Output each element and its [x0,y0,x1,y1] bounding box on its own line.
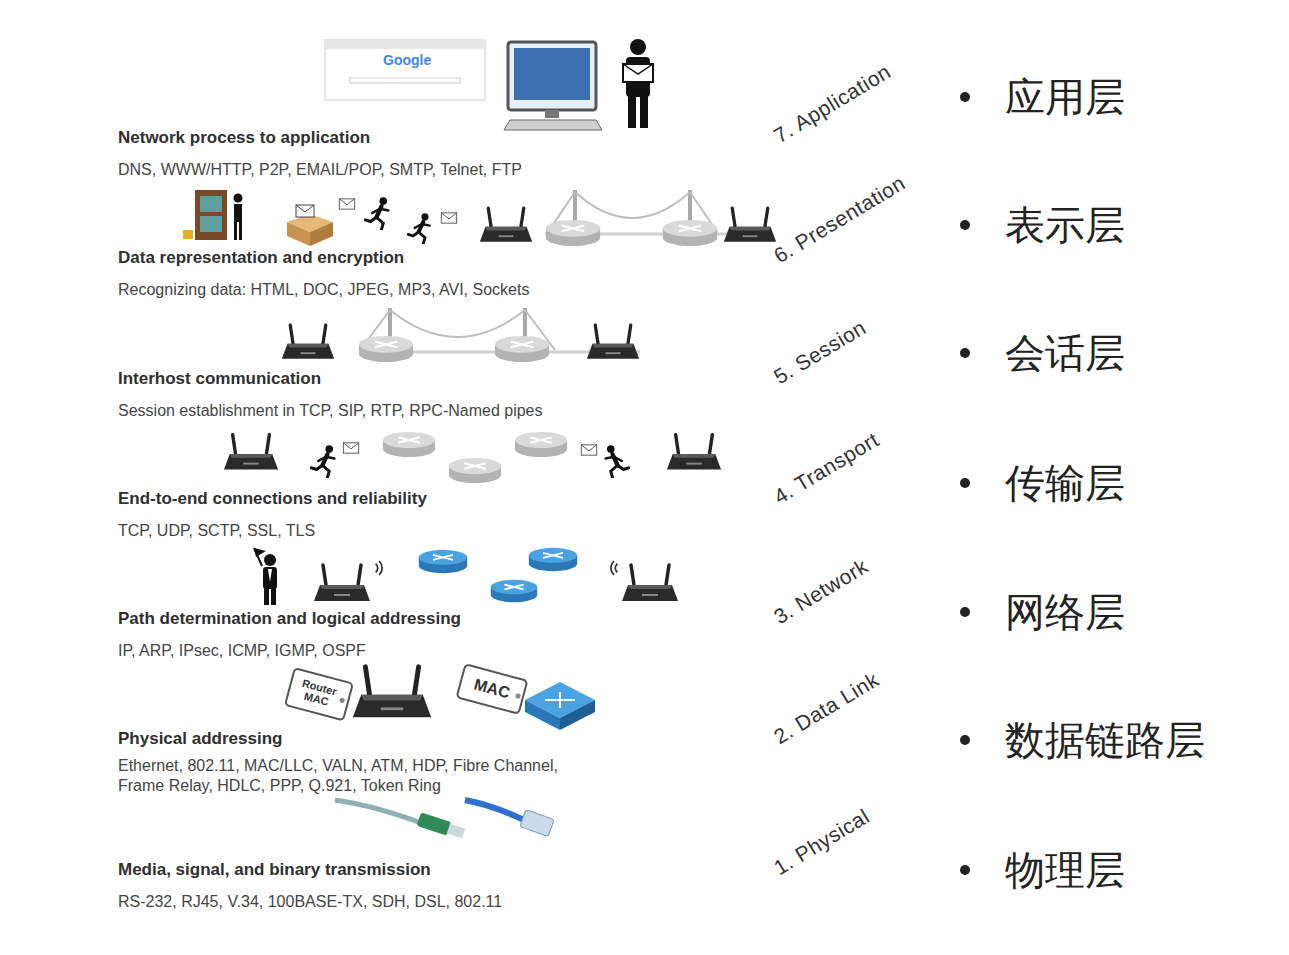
runner [408,213,430,243]
osi-layer-band: 3. NetworkPath determination and logical… [60,555,920,666]
runner [311,445,334,477]
band-top-face [60,555,920,633]
person-with-flag [254,548,277,605]
osi-layer-band: 4. TransportEnd-to-end connections and r… [60,435,920,546]
band-front-face [60,393,790,426]
open-box [287,205,333,246]
band-shape [60,0,920,187]
band-front-face [60,152,790,187]
layer-function: End-to-end connections and reliability [118,489,427,509]
computer-monitor [504,42,602,130]
layer-name: 6. Presentation [770,171,910,268]
router [480,208,532,242]
bullet-dots [960,92,970,875]
band-front-face [60,272,790,307]
layer-name: 7. Application [770,59,895,148]
round-router [419,550,467,573]
wifi-signal [376,561,383,575]
mac-tag [285,668,353,720]
browser-window [325,40,485,100]
layer-protocols: TCP, UDP, SCTP, SSL, TLS [118,521,315,541]
osi-layer-band: 5. SessionInterhost communicationSession… [60,315,920,426]
round-router [383,432,435,457]
layer-protocols: Session establishment in TCP, SIP, RTP, … [118,401,543,421]
layer-protocols: Ethernet, 802.11, MAC/LLC, VALN, ATM, HD… [118,756,578,796]
round-router [546,220,600,246]
band-front-face [60,513,790,546]
layer-name: 4. Transport [770,428,884,509]
runner [365,197,388,229]
ethernet-cable [465,800,554,837]
layer-name-chinese: 表示层 [1005,201,1125,249]
router [587,325,639,359]
person-with-letter [623,39,653,128]
round-router [449,458,501,483]
layer-protocols: Recognizing data: HTML, DOC, JPEG, MP3, … [118,280,529,300]
layer-protocols: RS-232, RJ45, V.34, 100BASE-TX, SDH, DSL… [118,892,502,912]
layer-name: 3. Network [770,554,873,629]
fiber-cable [335,800,465,838]
icon-label: Google [383,52,431,69]
wifi-signal [611,561,618,575]
router [353,667,431,717]
envelope [581,445,596,455]
layer-function: Data representation and encryption [118,248,404,268]
router [622,565,678,601]
layer-name-chinese: 应用层 [1005,73,1125,121]
network-switch [525,682,595,730]
layer-name-chinese: 数据链路层 [1005,716,1205,764]
router [224,435,278,470]
layer-function: Media, signal, and binary transmission [118,860,431,880]
osi-layer-band: 1. PhysicalMedia, signal, and binary tra… [60,806,920,918]
runner [606,445,629,477]
round-router [359,336,413,362]
router [282,325,334,359]
router [724,208,776,242]
round-router [491,580,537,602]
envelope [339,199,354,209]
band-top-face [60,315,920,393]
cabinet-with-person [183,190,243,240]
layer-function: Interhost communication [118,369,321,389]
band-front-face [60,884,790,918]
round-router [529,548,577,571]
layer-name: 1. Physical [770,804,874,880]
band-front-face [60,633,790,666]
layer-function: Network process to application [118,128,370,148]
layer-name-chinese: 传输层 [1005,459,1125,507]
layer-name-chinese: 物理层 [1005,846,1125,894]
round-router [495,336,549,362]
router [667,435,721,470]
layer-protocols: DNS, WWW/HTTP, P2P, EMAIL/POP, SMTP, Tel… [118,160,522,180]
layer-protocols: IP, ARP, IPsec, ICMP, IGMP, OSPF [118,641,366,661]
layer-name-chinese: 会话层 [1005,329,1125,377]
envelope [343,443,358,453]
round-router [663,220,717,246]
layer-name: 5. Session [770,315,871,389]
mac-tag [457,664,528,713]
layer-name: 2. Data Link [770,668,884,749]
band-front-face [60,753,790,800]
router [314,565,370,601]
osi-layer-band: 7. ApplicationNetwork process to applica… [60,74,920,187]
envelope [441,213,456,223]
round-router [515,432,567,457]
layer-function: Path determination and logical addressin… [118,609,461,629]
layer-name-chinese: 网络层 [1005,588,1125,636]
layer-function: Physical addressing [118,729,282,749]
osi-layer-band: 6. PresentationData representation and e… [60,194,920,307]
